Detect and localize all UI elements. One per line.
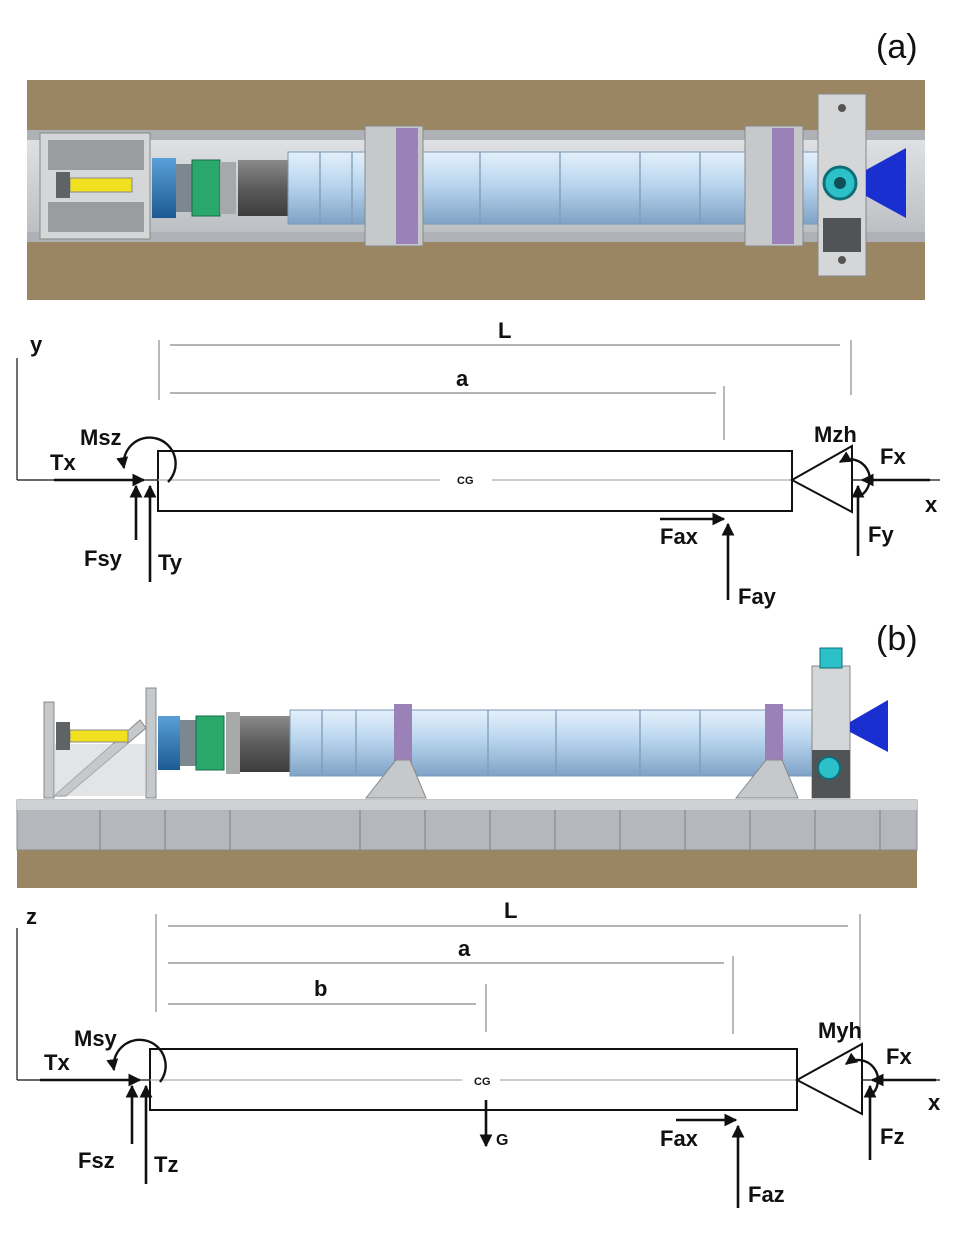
mount-sensor-top [819,647,843,669]
thrust-frame-post-1 [43,701,55,799]
moment-msz-label: Msz [80,425,122,450]
motor-side-segment-lines [321,710,701,776]
support-base-side-2 [734,759,799,799]
fbd-top [16,340,940,600]
force-tz-label: Tz [154,1152,178,1177]
force-fz-label: Fz [880,1124,904,1149]
rail-side-joints [99,810,881,850]
fbd-top-labels: y x L a CG Tx Msz Fsy Ty Mzh Fx Fy Fax F… [30,318,938,609]
load-cell-shaft [69,177,133,193]
axis-y-label: y [30,332,43,357]
axis-x-label-a: x [925,492,938,517]
force-faz-label: Faz [748,1182,785,1207]
motor-sleeve-side [240,716,290,772]
nozzle-top [866,148,906,218]
motor-rect-top [157,450,793,512]
cg-label-b: CG [474,1076,491,1088]
moment-msy-label: Msy [74,1026,118,1051]
force-fx-label-a: Fx [880,444,906,469]
mount-bolt-top [838,104,846,112]
force-fsz-label: Fsz [78,1148,115,1173]
load-cell-flange [56,172,70,198]
load-cell-flange-side [56,722,70,750]
fbd-side-labels: z x L a b CG G Tx Msy Fsz Tz Myh Fx Fz F… [26,898,941,1207]
mount-bearing-side [817,756,841,780]
motor-body-side [289,709,816,777]
support-clamp-1 [396,128,418,244]
weight-g-label: G [496,1132,508,1149]
axis-z-label: z [26,904,37,929]
force-fax-label-a: Fax [660,524,699,549]
coupling-flange-side [226,712,240,774]
ground-strip [17,848,917,888]
force-tx-label-b: Tx [44,1050,70,1075]
coupling-gray-side [180,720,196,766]
thrust-frame-post-2 [145,687,157,799]
mount-bearing-core [834,177,846,189]
support-base-side-1 [364,759,427,799]
moment-mzh-label: Mzh [814,422,857,447]
nozzle-triangle-top [789,444,853,514]
force-fay-label: Fay [738,584,777,609]
nozzle-triangle-side [794,1042,863,1116]
dim-a-label-b: a [458,936,471,961]
moment-mzh-arc [838,451,871,498]
dim-b-label: b [314,976,327,1001]
load-cell-shaft-side [69,729,129,743]
frame-block-bottom [48,202,144,232]
axis-x-label-b: x [928,1090,941,1115]
rail-bottom [27,232,925,242]
mount-bolt-bottom [838,256,846,264]
coupling-flange [220,162,236,214]
frame-block-top [48,140,144,170]
moment-msy-arc [106,1038,167,1083]
coupling-green [191,159,221,217]
fbd-side [16,914,940,1208]
moment-msz-arc [116,436,177,483]
nozzle-side [850,700,888,752]
coupling-blue [152,158,176,218]
top-view-render [27,80,925,300]
rail-top [27,130,925,140]
dim-a-label-a: a [456,366,469,391]
mount-dark-block [823,218,861,252]
force-fax-label-b: Fax [660,1126,699,1151]
coupling-gray [176,164,192,212]
dim-l-label-a: L [498,318,511,343]
motor-segment-lines [319,152,701,224]
force-ty-label: Ty [158,550,183,575]
support-clamp-2 [772,128,794,244]
panel-a-label: (a) [876,28,918,66]
coupling-blue-side [158,716,180,770]
force-fy-label: Fy [868,522,894,547]
motor-sleeve [238,160,288,216]
cg-label-a: CG [457,475,474,487]
moment-myh-label: Myh [818,1018,862,1043]
force-fsy-label: Fsy [84,546,123,571]
thrust-frame-web [54,744,146,796]
rail-side-top [17,800,917,810]
force-fx-label-b: Fx [886,1044,912,1069]
force-tx-label-a: Tx [50,450,76,475]
coupling-green-side [195,715,225,771]
panel-b-label: (b) [876,620,918,658]
side-view-render [16,647,918,888]
dim-l-label-b: L [504,898,517,923]
